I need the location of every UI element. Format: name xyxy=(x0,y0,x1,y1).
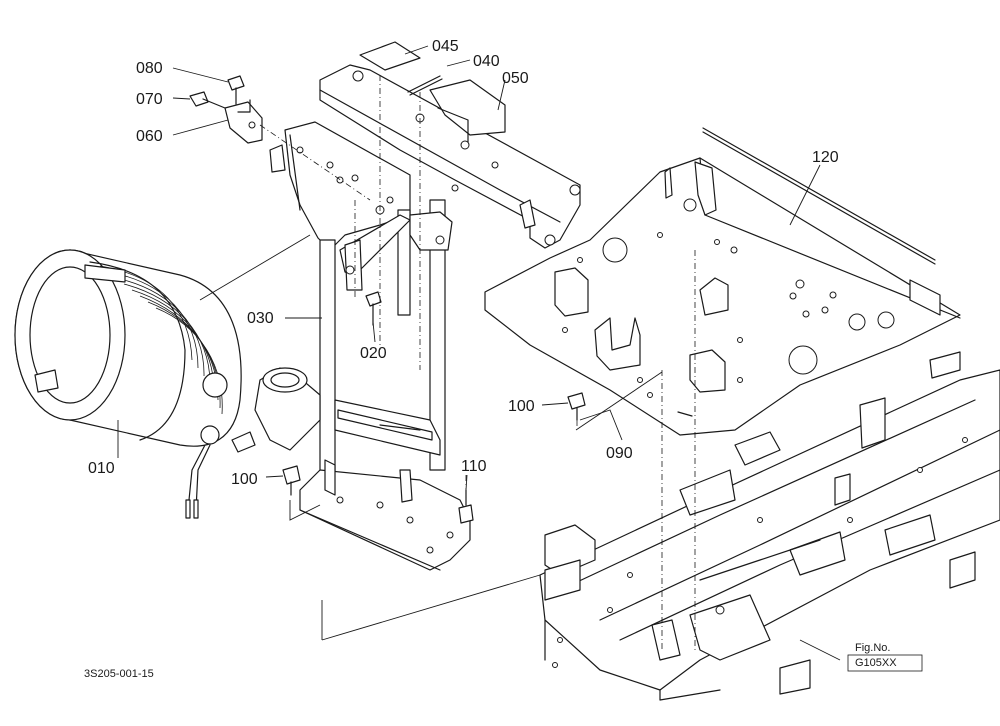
support-frame-030 xyxy=(269,121,471,571)
label-050: 050 xyxy=(502,70,529,87)
label-040: 040 xyxy=(473,53,500,70)
floor-plate xyxy=(484,157,961,436)
label-100-left: 100 xyxy=(231,471,258,488)
bolt-100-left xyxy=(282,465,301,496)
figure-number-box xyxy=(847,654,923,672)
part-labels: 045 040 050 080 070 060 120 030 020 100 … xyxy=(88,38,839,488)
label-110: 110 xyxy=(461,458,487,475)
small-bracket-060 xyxy=(189,75,263,144)
label-080: 080 xyxy=(136,60,163,77)
label-020: 020 xyxy=(360,345,387,362)
upper-bracket-assembly xyxy=(319,41,581,249)
alignment-lines xyxy=(259,75,696,650)
air-cleaner-010 xyxy=(14,249,321,519)
label-090: 090 xyxy=(606,445,633,462)
label-100-right: 100 xyxy=(508,398,535,415)
label-045: 045 xyxy=(432,38,459,55)
leader-lines xyxy=(117,45,841,661)
label-010: 010 xyxy=(88,460,115,477)
drawing-code: 3S205-001-15 xyxy=(84,668,154,680)
edge-rod-120 xyxy=(702,127,941,316)
bolt-020 xyxy=(365,291,382,326)
figure-number: G105XX xyxy=(855,657,897,669)
label-030: 030 xyxy=(247,310,274,327)
label-060: 060 xyxy=(136,128,163,145)
label-070: 070 xyxy=(136,91,163,108)
figure-label: Fig.No. xyxy=(855,642,890,654)
label-120: 120 xyxy=(812,149,839,166)
bolt-100-right xyxy=(567,392,586,421)
chassis-frame xyxy=(539,351,1000,701)
